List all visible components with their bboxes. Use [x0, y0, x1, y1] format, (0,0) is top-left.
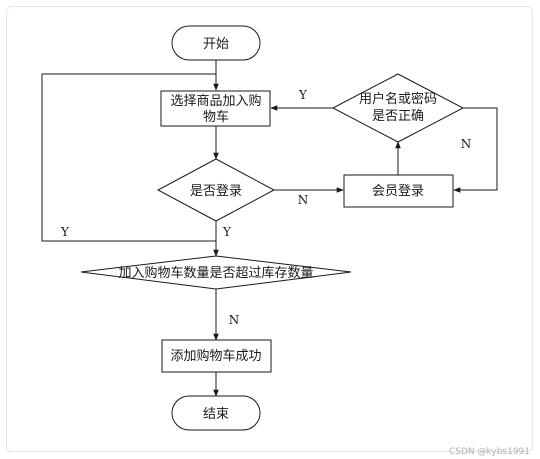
- stock-yes-label: Y: [60, 225, 70, 239]
- add-success-label: 添加购物车成功: [170, 348, 261, 364]
- watermark: CSDN @kybs1991: [448, 447, 530, 457]
- credentials-label-line2: 是否正确: [372, 109, 424, 124]
- select-product-label-line2: 物车: [203, 109, 229, 125]
- stock-check-decision: 加入购物车数量是否超过库存数量: [80, 255, 352, 290]
- stock-check-label: 加入购物车数量是否超过库存数量: [118, 265, 313, 281]
- credentials-check-decision: 用户名或密码 是否正确: [331, 73, 465, 143]
- edge-stock-yes-loop-to-select: [41, 73, 216, 242]
- login-check-label: 是否登录: [190, 184, 242, 199]
- stock-no-label: N: [229, 313, 240, 327]
- login-check-decision: 是否登录: [156, 158, 276, 222]
- credentials-no-label: N: [461, 137, 472, 151]
- start-node: 开始: [171, 25, 261, 61]
- login-yes-label: Y: [222, 225, 232, 239]
- login-no-label: N: [298, 193, 309, 207]
- start-node-label: 开始: [203, 37, 229, 52]
- credentials-label-line1: 用户名或密码: [359, 91, 437, 107]
- member-login-label: 会员登录: [372, 184, 424, 199]
- end-node: 结束: [171, 395, 261, 431]
- member-login-node: 会员登录: [343, 174, 454, 208]
- select-product-label-line1: 选择商品加入购: [170, 93, 261, 109]
- select-product-node: 选择商品加入购 物车: [160, 90, 271, 127]
- diagram-frame: [6, 6, 533, 452]
- add-success-node: 添加购物车成功: [161, 339, 272, 373]
- end-node-label: 结束: [203, 407, 229, 422]
- edge-credentials-no-to-member-login: [453, 107, 498, 193]
- credentials-yes-label: Y: [298, 88, 308, 102]
